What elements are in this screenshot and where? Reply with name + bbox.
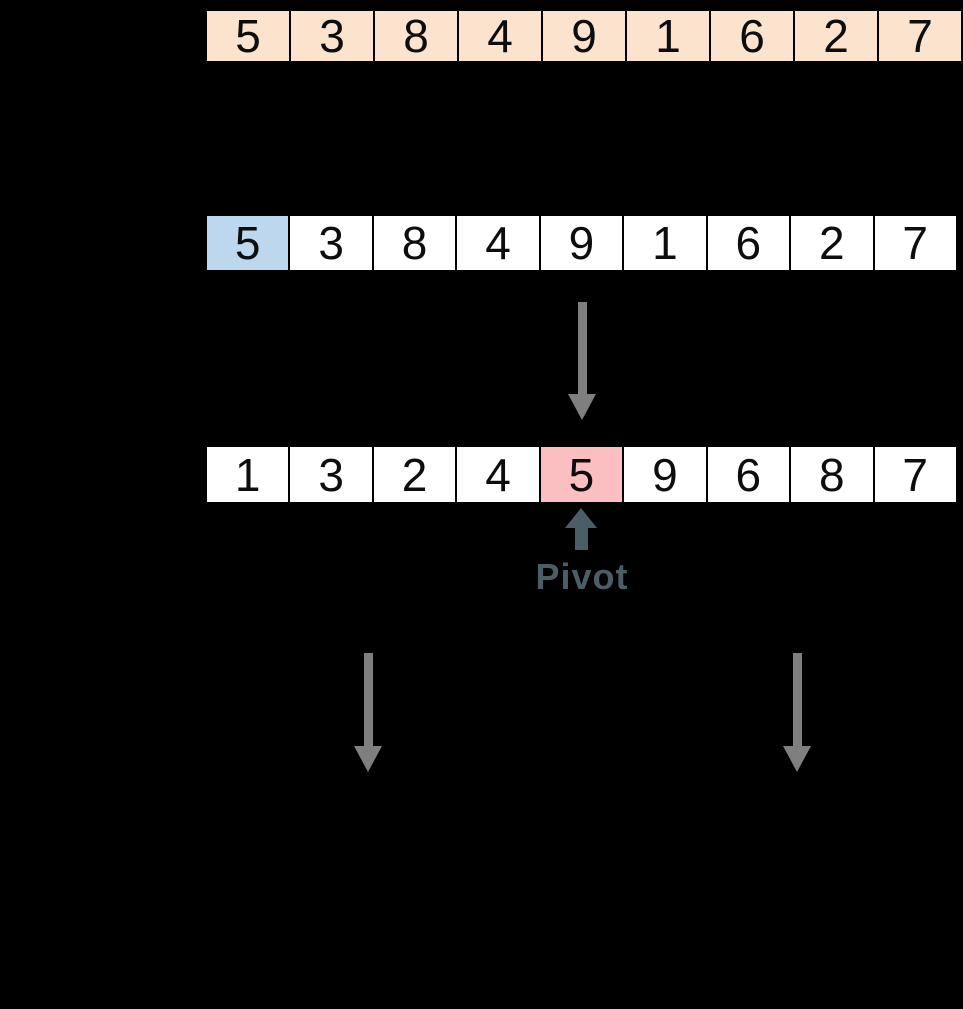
arrow-down-icon	[783, 653, 811, 772]
array-cell: 8	[789, 445, 875, 504]
array-cell: 2	[371, 445, 458, 504]
arrow-head	[565, 508, 597, 528]
arrow-head	[354, 746, 382, 772]
array-cell: 5	[205, 214, 291, 272]
arrow-head	[568, 394, 596, 420]
arrow-up-icon	[565, 508, 597, 550]
array-cell: 1	[622, 214, 708, 272]
arrow-head	[783, 746, 811, 772]
array-cell: 2	[793, 9, 879, 63]
array-cell: 1	[625, 9, 711, 63]
array-cell: 9	[538, 214, 625, 272]
array-cell: 5	[538, 445, 625, 504]
array-cell: 6	[709, 9, 795, 63]
array-cell: 7	[872, 445, 958, 504]
array-cell: 3	[288, 445, 374, 504]
arrow-down-icon	[354, 653, 382, 772]
array-cell: 3	[289, 9, 375, 63]
arrow-shaft	[792, 653, 802, 746]
array-cell: 1	[205, 445, 291, 504]
array-cell: 8	[371, 214, 458, 272]
array-cell: 3	[288, 214, 374, 272]
array-cell: 5	[205, 9, 291, 63]
array-cell: 4	[455, 214, 541, 272]
array-cell: 7	[872, 214, 958, 272]
arrow-down-icon	[568, 302, 596, 420]
array-cell: 9	[622, 445, 708, 504]
pivot-label: Pivot	[535, 556, 629, 597]
array-cell: 6	[705, 445, 792, 504]
array-cell: 7	[877, 9, 963, 63]
arrow-shaft	[574, 528, 588, 550]
array-cell: 8	[373, 9, 459, 63]
arrow-shaft	[577, 302, 587, 394]
arrow-shaft	[363, 653, 373, 746]
array-cell: 2	[789, 214, 875, 272]
array-cell: 9	[541, 9, 627, 63]
array-cell: 4	[457, 9, 543, 63]
array-cell: 4	[455, 445, 541, 504]
array-cell: 6	[705, 214, 792, 272]
